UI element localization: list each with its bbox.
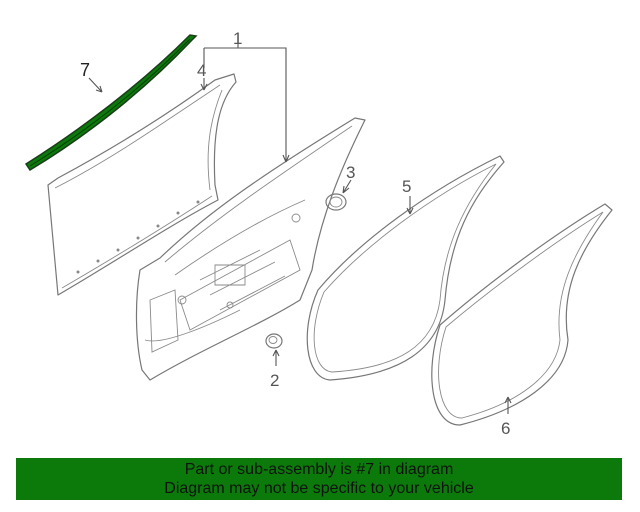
callout-7: 7 xyxy=(80,60,90,80)
part-4-outer-panel[interactable] xyxy=(47,73,237,296)
callout-2: 2 xyxy=(270,371,279,390)
part-1-door-shell[interactable] xyxy=(135,117,366,381)
panel-holes xyxy=(76,200,200,274)
banner-line-1: Part or sub-assembly is #7 in diagram xyxy=(184,461,454,478)
leader-lines xyxy=(88,36,512,414)
callout-6: 6 xyxy=(501,419,510,438)
callout-labels: 1 2 3 4 5 6 7 xyxy=(80,29,510,438)
part-7-weatherstrip[interactable] xyxy=(24,34,198,172)
banner-line-2: Diagram may not be specific to your vehi… xyxy=(164,480,474,497)
part-6-weatherstrip[interactable] xyxy=(431,203,613,426)
part-3-grommet[interactable] xyxy=(325,193,347,211)
callout-4: 4 xyxy=(197,61,206,80)
info-banner: Part or sub-assembly is #7 in diagram Di… xyxy=(16,458,622,500)
part-2-plug[interactable] xyxy=(265,333,283,349)
callout-5: 5 xyxy=(402,177,411,196)
callout-1: 1 xyxy=(233,29,242,48)
parts-diagram: 1 2 3 4 5 6 7 xyxy=(24,29,613,438)
part-5-weatherstrip[interactable] xyxy=(306,155,505,381)
callout-3: 3 xyxy=(346,163,355,182)
